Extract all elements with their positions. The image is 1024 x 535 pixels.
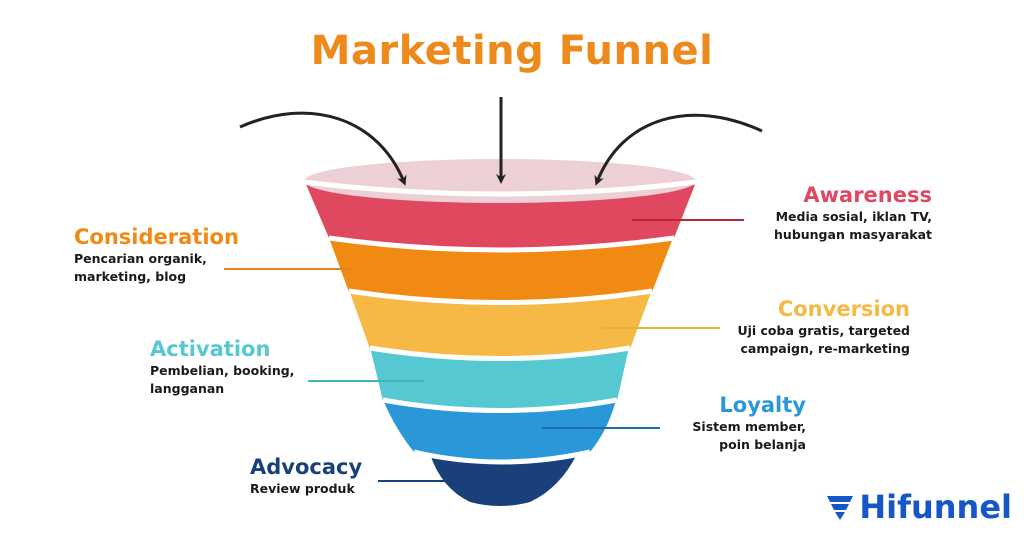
stage-desc-awareness: Media sosial, iklan TV, hubungan masyara…: [774, 209, 932, 242]
arrow-right: [594, 113, 763, 186]
arrow-left: [239, 111, 407, 186]
stage-name-conversion: Conversion: [777, 297, 910, 321]
stage-conversion: Conversion Uji coba gratis, targeted cam…: [737, 296, 910, 358]
stage-advocacy: Advocacy Review produk: [250, 454, 362, 498]
funnel-layer-consideration: [329, 238, 673, 305]
brand-logo: Hifunnel: [825, 487, 1012, 527]
diagram-title: Marketing Funnel: [310, 28, 714, 74]
stage-desc-loyalty: Sistem member, poin belanja: [692, 419, 806, 452]
funnel-layer-advocacy: [430, 454, 577, 506]
stage-name-advocacy: Advocacy: [250, 455, 363, 479]
funnel-layer-loyalty: [383, 400, 616, 465]
stage-loyalty: Loyalty Sistem member, poin belanja: [692, 392, 806, 454]
funnel-layer-conversion: [349, 290, 652, 361]
stage-desc-advocacy: Review produk: [250, 481, 355, 496]
stage-name-activation: Activation: [150, 337, 271, 361]
stage-desc-activation: Pembelian, booking, langganan: [150, 363, 295, 396]
stage-name-awareness: Awareness: [803, 183, 932, 207]
stage-awareness: Awareness Media sosial, iklan TV, hubung…: [774, 182, 932, 244]
logo-text: Hifunnel: [859, 488, 1012, 526]
stage-desc-consideration: Pencarian organik, marketing, blog: [74, 251, 207, 284]
funnel-layer-activation: [370, 347, 629, 413]
stage-name-consideration: Consideration: [74, 225, 239, 249]
funnel-icon: [827, 496, 854, 520]
stage-activation: Activation Pembelian, booking, langganan: [150, 336, 294, 398]
stage-consideration: Consideration Pencarian organik, marketi…: [74, 224, 239, 286]
stage-name-loyalty: Loyalty: [719, 393, 806, 417]
stage-desc-conversion: Uji coba gratis, targeted campaign, re-m…: [737, 323, 910, 356]
